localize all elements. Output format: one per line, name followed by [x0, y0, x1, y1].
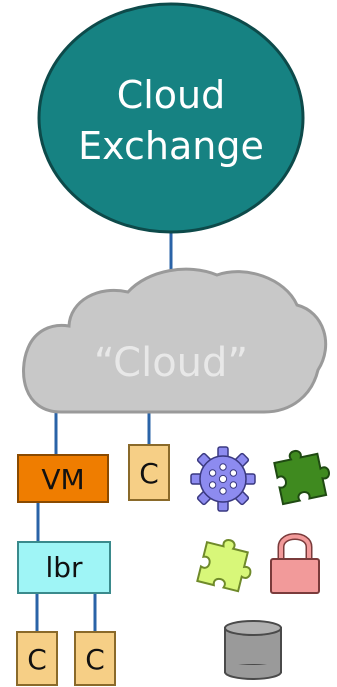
container-bottom-right-node: C [74, 631, 116, 686]
lock-icon [270, 533, 320, 594]
container-top-node: C [128, 444, 170, 501]
puzzle-piece-lime-icon [196, 539, 252, 593]
gear-icon [190, 446, 256, 512]
cloud-label: “Cloud” [94, 340, 248, 386]
vm-node: VM [17, 454, 109, 503]
container-bottom-left-label: C [27, 643, 47, 676]
database-icon [224, 620, 282, 680]
container-bottom-left-node: C [16, 631, 58, 686]
cloud-exchange-label-line2: Exchange [78, 124, 264, 168]
vm-label: VM [41, 463, 84, 496]
load-balancer-label: lbr [45, 551, 83, 584]
cloud-exchange-node: Cloud Exchange [37, 2, 305, 234]
load-balancer-node: lbr [17, 541, 111, 594]
cloud-exchange-label-line1: Cloud [117, 73, 226, 117]
puzzle-piece-green-icon [273, 450, 330, 506]
container-top-label: C [139, 457, 159, 490]
cloud-node: “Cloud” [22, 267, 328, 414]
container-bottom-right-label: C [85, 643, 105, 676]
